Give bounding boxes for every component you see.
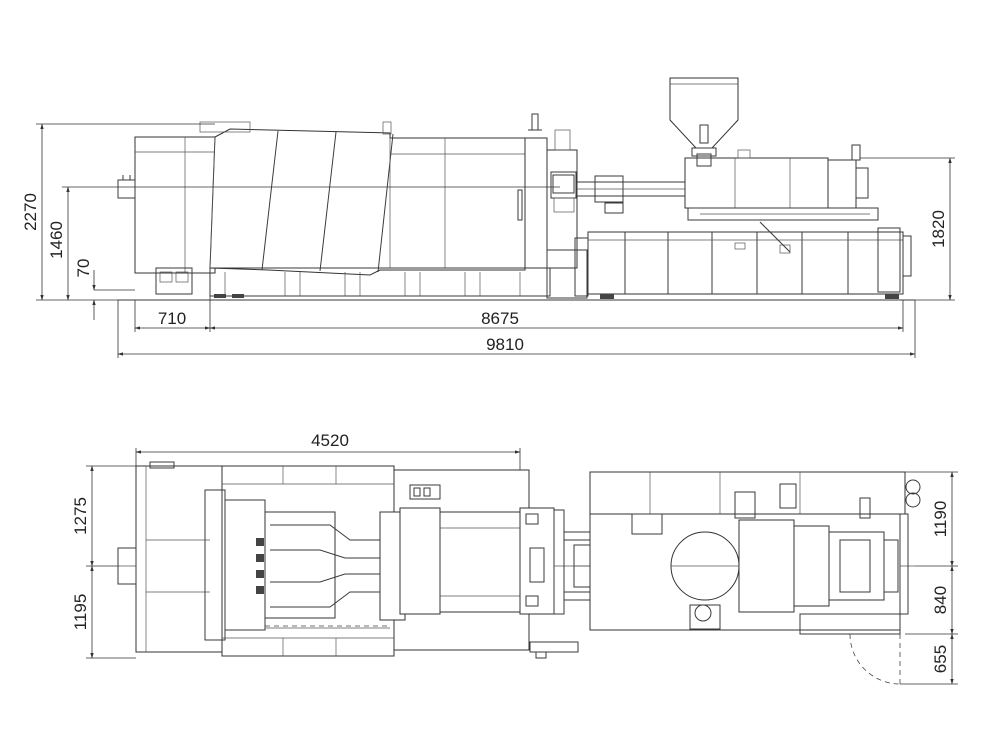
dim-base-height: 70 <box>74 259 93 278</box>
moving-platen <box>399 484 521 615</box>
toggle-mechanism <box>204 489 406 641</box>
hopper <box>669 77 739 157</box>
injection-base <box>574 221 912 299</box>
dim-center-height: 1460 <box>47 221 66 259</box>
dim-door-swing: 655 <box>931 645 950 673</box>
dim-overall-height: 2270 <box>21 193 40 231</box>
top-front-guard <box>117 461 223 653</box>
top-fixed-platen <box>519 507 579 659</box>
dim-inj-lower: 840 <box>931 586 950 614</box>
dim-front-overhang: 710 <box>158 309 186 328</box>
dim-total-length: 9810 <box>486 335 524 354</box>
injection-unit <box>684 144 879 221</box>
injection-barrel <box>576 175 688 214</box>
dim-clamp-length: 4520 <box>311 431 349 450</box>
dim-machine-length: 8675 <box>481 309 519 328</box>
fixed-platen <box>524 113 588 299</box>
top-view: 4520 <box>71 431 958 685</box>
door-swing <box>799 613 901 685</box>
clamp-base <box>209 267 551 298</box>
dim-inj-upper: 1190 <box>931 501 950 538</box>
top-barrel <box>670 519 899 630</box>
dim-right-height: 1820 <box>929 210 948 248</box>
side-view: 2270 1460 70 1820 710 8675 9810 <box>21 77 955 358</box>
dim-width-lower: 1195 <box>71 594 90 631</box>
clamp-guard <box>199 121 526 276</box>
dim-width-upper: 1275 <box>71 497 90 535</box>
front-guard <box>117 136 216 295</box>
